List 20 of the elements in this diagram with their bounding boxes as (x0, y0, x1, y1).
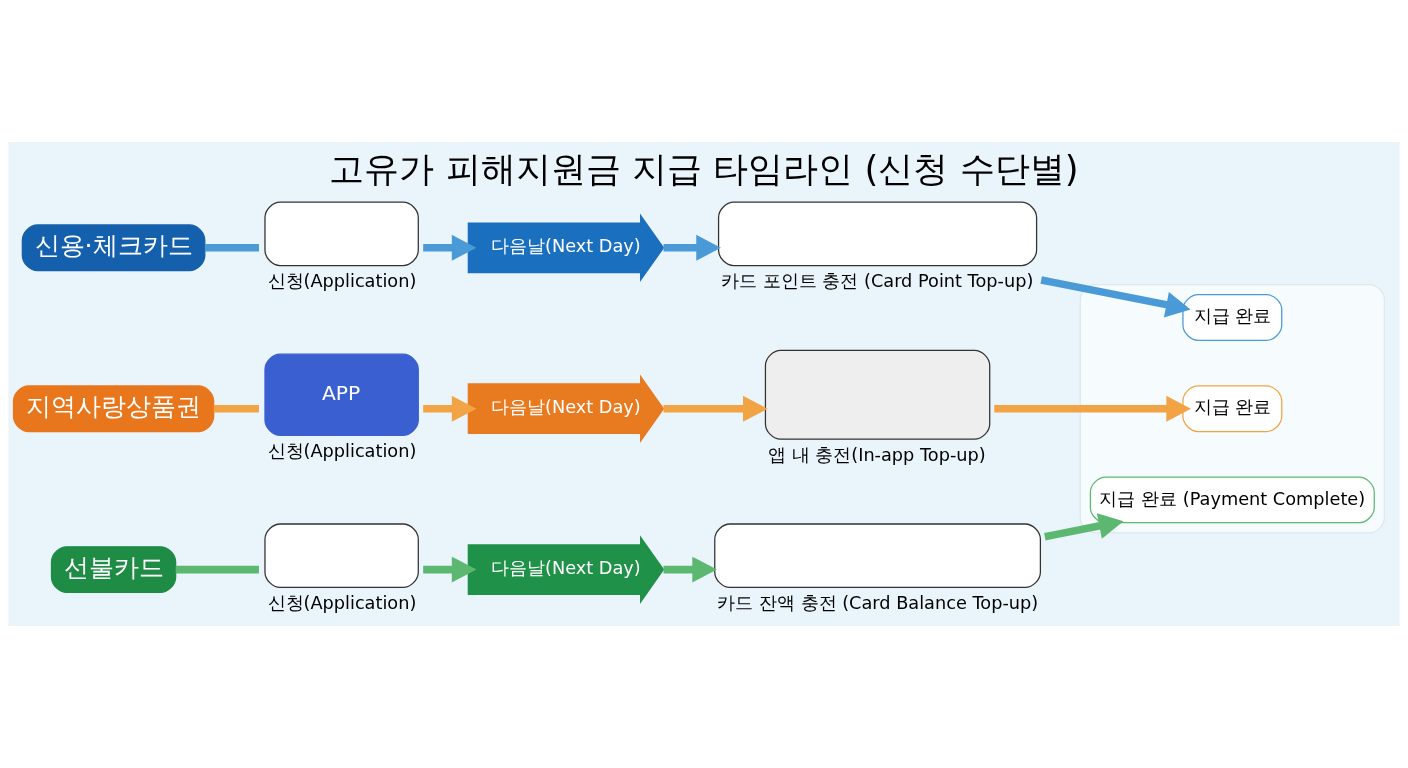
node-box: 선불카드 (50, 546, 177, 594)
arrow (663, 556, 717, 583)
arrow (663, 234, 721, 261)
node-label: 카드 잔액 충전 (Card Balance Top-up) (717, 593, 1039, 614)
arrow (994, 395, 1191, 422)
node-box: 신용·체크카드 (21, 224, 206, 272)
arrow (1040, 276, 1191, 318)
node-label: 신청(Application) (267, 271, 417, 292)
diagram-title: 고유가 피해지원금 지급 타임라인 (신청 수단별) (329, 147, 1079, 189)
node-label: 앱 내 충전(In-app Top-up) (767, 444, 986, 465)
node-box: 지급 완료 (1182, 385, 1283, 433)
cluster (1079, 283, 1386, 534)
node-label: 신청(Application) (267, 593, 417, 614)
node-label: 카드 포인트 충전 (Card Point Top-up) (721, 271, 1034, 292)
arrow (1044, 513, 1124, 541)
node-label: 신청(Application) (267, 441, 417, 462)
node-box: 지역사랑상품권 (12, 385, 215, 433)
arrow (663, 395, 768, 422)
node-box: 지급 완료 (Payment Complete) (1089, 476, 1375, 524)
node-box: 지급 완료 (1182, 294, 1283, 341)
